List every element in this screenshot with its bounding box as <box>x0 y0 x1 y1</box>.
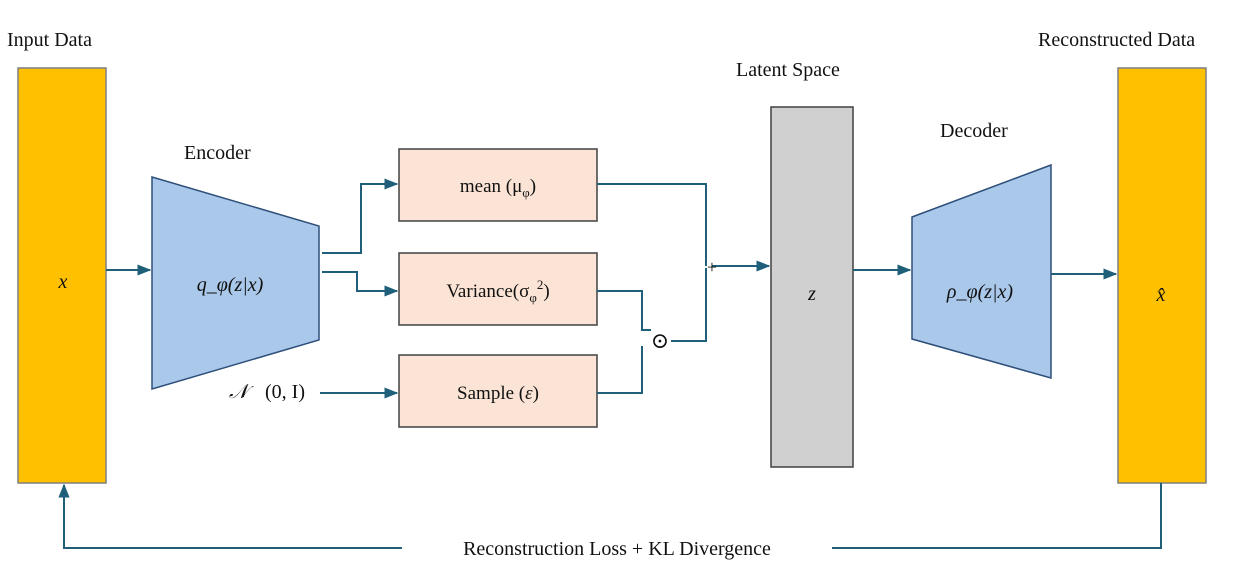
sample-label: Sample (ε) <box>457 383 539 404</box>
sum-symbol: + <box>707 257 717 277</box>
reconstructed-data-bar <box>1117 67 1207 484</box>
mean-label: mean (μφ) <box>460 176 536 200</box>
latent-space-box <box>770 106 854 468</box>
line-variance-to-odot <box>597 290 651 331</box>
encoder-symbol: q_φ(z|x) <box>197 274 264 296</box>
latent-space-label: Latent Space <box>736 59 840 81</box>
input-data-bar <box>17 67 107 484</box>
decoder-block <box>911 163 1052 379</box>
connectors <box>58 178 1162 549</box>
reconstructed-data-label: Reconstructed Data <box>1038 29 1195 51</box>
variance-box <box>398 252 598 326</box>
loss-label: Reconstruction Loss + KL Divergence <box>463 538 771 560</box>
arrow-encoder-to-mean <box>322 178 399 254</box>
output-symbol: x̂ <box>1156 284 1166 306</box>
decoder-symbol: ρ_φ(z|x) <box>946 281 1013 303</box>
arrow-encoder-to-variance <box>322 271 399 297</box>
sample-box <box>398 354 598 428</box>
variance-label: Variance(σφ2) <box>446 277 549 305</box>
noise-symbol: 𝒩 <box>229 381 254 403</box>
latent-symbol: z <box>807 283 816 305</box>
decoder-label: Decoder <box>940 120 1008 142</box>
encoder-label: Encoder <box>184 142 251 164</box>
line-mean-to-sum <box>597 183 707 266</box>
encoder-block <box>151 175 320 391</box>
arrow-loss-left <box>58 483 402 549</box>
line-sample-to-odot <box>597 346 643 394</box>
line-loss-right <box>832 483 1162 549</box>
line-odot-to-sum <box>671 268 707 342</box>
input-symbol: x <box>58 271 68 293</box>
mean-box <box>398 148 598 222</box>
input-data-label: Input Data <box>7 29 92 51</box>
odot-symbol: ⊙ <box>651 328 669 353</box>
noise-args: (0, I) <box>265 381 305 403</box>
